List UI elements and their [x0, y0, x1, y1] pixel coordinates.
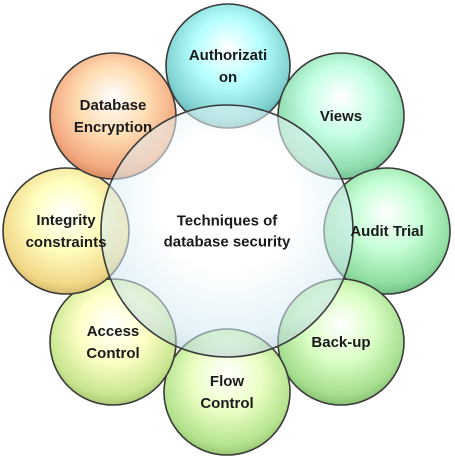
node-label-back-up: Back-up — [311, 334, 370, 351]
node-label-audit-trial: Audit Trial — [350, 223, 423, 240]
center-circle — [100, 104, 354, 358]
node-label-views: Views — [320, 108, 362, 125]
outer-nodes — [2, 3, 451, 456]
